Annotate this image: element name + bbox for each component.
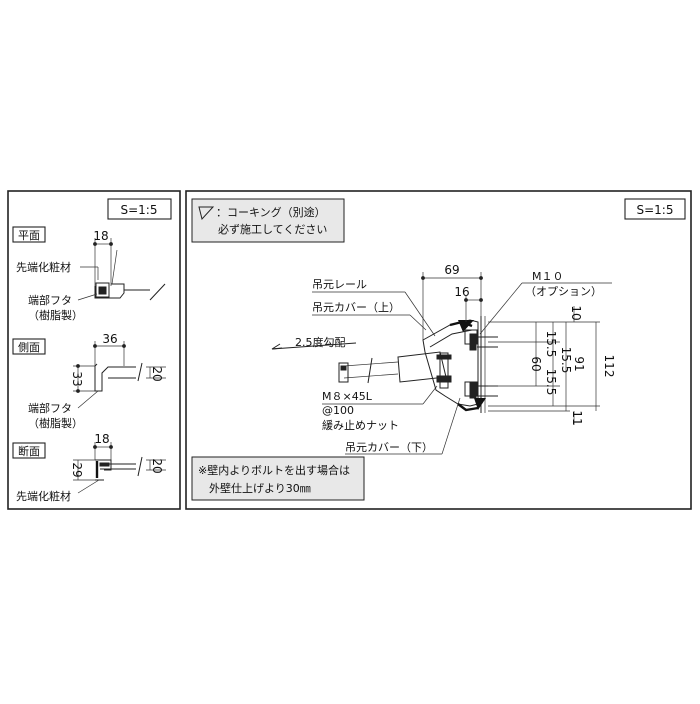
- label-nut: 緩み止めナット: [322, 419, 399, 432]
- label-option: （オプション）: [525, 285, 602, 298]
- section-dim-29-text: 29: [70, 462, 84, 477]
- side-dim-20-text: 20: [150, 366, 164, 381]
- plan-label-tip-material: 先端化粧材: [16, 260, 71, 274]
- plan-label-end-cap-1: 端部フタ: [28, 293, 72, 307]
- side-dim-36: 36: [93, 332, 126, 366]
- section-dim-20-text: 20: [150, 458, 164, 473]
- dim-16: 16: [454, 285, 483, 322]
- legend-line1: ：コーキング（別途）: [216, 205, 326, 219]
- dim-16-text: 16: [454, 285, 469, 299]
- plan-view-drawing: [94, 249, 166, 301]
- side-dim-33: 33: [70, 364, 95, 393]
- section-dim-20: 20: [146, 458, 166, 474]
- main-section-drawing: [338, 316, 498, 413]
- right-scale-label: S=1:5: [637, 203, 674, 217]
- side-dim-20: 20: [146, 366, 166, 382]
- dim-91-text: 91: [572, 356, 586, 371]
- caulk-bottom-icon: [474, 398, 486, 410]
- plan-dim-18-text: 18: [93, 229, 108, 243]
- dim-11-text: 11: [570, 410, 584, 425]
- side-dim-36-text: 36: [102, 332, 117, 346]
- section-view-drawing: [95, 456, 143, 481]
- section-dim-18: 18: [93, 432, 113, 460]
- section-label-tip-material: 先端化粧材: [16, 489, 71, 503]
- legend-line2: 必ず施工してください: [218, 223, 327, 236]
- dim-60-text: 60: [529, 356, 543, 371]
- side-title-box: [12, 338, 46, 355]
- note-box: [191, 456, 365, 501]
- dim-69: 69: [421, 263, 483, 340]
- label-slope: 2.5度勾配: [295, 335, 346, 349]
- side-label-end-cap-1: 端部フタ: [28, 401, 72, 415]
- section-title: 断面: [18, 444, 40, 458]
- side-label-end-cap-2: （樹脂製）: [28, 416, 83, 430]
- caulk-top-icon: [458, 320, 474, 332]
- note-line1: ※壁内よりボルトを出す場合は: [198, 463, 350, 477]
- label-rail: 吊元レール: [312, 278, 367, 291]
- side-title: 側面: [18, 341, 40, 354]
- label-bolt-m10: M１０: [532, 270, 564, 283]
- label-cover-top: 吊元カバー（上）: [312, 301, 400, 314]
- dim-15-5-mid-text: 15.5: [559, 347, 573, 374]
- dim-vertical-group: [488, 306, 600, 425]
- right-panel-frame: [185, 190, 692, 510]
- legend-box: [191, 198, 345, 243]
- dim-15-5-bot-text: 15.5: [544, 369, 558, 396]
- side-view-drawing: [94, 362, 143, 392]
- plan-title: 平面: [18, 229, 40, 242]
- plan-label-end-cap-2: （樹脂製）: [28, 308, 83, 322]
- label-bolt-m8: M８×45L: [322, 390, 373, 403]
- slope-arrow: [271, 342, 357, 350]
- dim-112-text: 112: [602, 355, 616, 378]
- note-line2: 外壁仕上げより30㎜: [209, 481, 311, 495]
- left-scale-box: [107, 198, 172, 220]
- plan-dim-18: 18: [93, 229, 113, 286]
- right-scale-box: [624, 198, 686, 220]
- label-cover-bottom: 吊元カバー（下）: [345, 441, 433, 454]
- dim-15-5-top-text: 15.5: [544, 331, 558, 358]
- dim-10-text: 10: [569, 305, 583, 320]
- side-dim-33-text: 33: [70, 371, 84, 386]
- section-dim-29: 29: [70, 459, 95, 481]
- section-title-box: [12, 442, 46, 459]
- section-dim-18-text: 18: [94, 432, 109, 446]
- dim-69-text: 69: [444, 263, 459, 277]
- label-pitch: @100: [322, 404, 354, 417]
- left-scale-label: S=1:5: [121, 203, 158, 217]
- plan-title-box: [12, 226, 46, 243]
- plan-end-cap-icon: [98, 286, 107, 295]
- caulk-symbol-icon: [198, 206, 215, 221]
- left-panel-frame: [7, 190, 181, 510]
